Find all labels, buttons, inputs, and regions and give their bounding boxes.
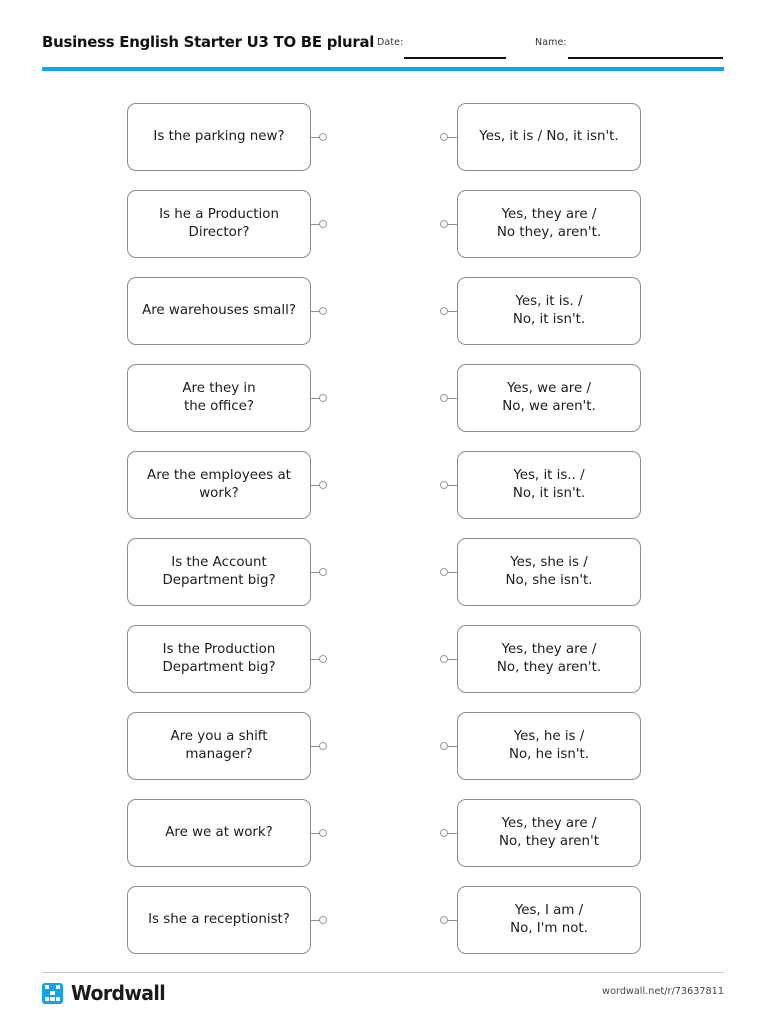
match-row: Is the Account Department big? Yes, she i… — [0, 538, 768, 606]
prompt-card[interactable]: Is the Production Department big? — [127, 625, 311, 693]
answer-card[interactable]: Yes, they are /No they, aren't. — [457, 190, 641, 258]
prompt-connector-knob[interactable] — [319, 655, 328, 664]
prompt-connector-line — [311, 572, 321, 574]
answer-card[interactable]: Yes, they are /No, they aren't. — [457, 625, 641, 693]
prompt-connector-knob[interactable] — [319, 307, 328, 316]
answer-card[interactable]: Yes, we are /No, we aren't. — [457, 364, 641, 432]
prompt-connector-line — [311, 833, 321, 835]
answer-connector-line — [447, 311, 457, 313]
answer-connector-line — [447, 833, 457, 835]
matching-board: Is the parking new? Yes, it is / No, it i… — [0, 103, 768, 973]
footer-divider — [42, 972, 724, 974]
answer-connector-line — [447, 659, 457, 661]
prompt-card[interactable]: Are the employees at work? — [127, 451, 311, 519]
prompt-card[interactable]: Are warehouses small? — [127, 277, 311, 345]
answer-card[interactable]: Yes, he is /No, he isn't. — [457, 712, 641, 780]
prompt-connector-knob[interactable] — [319, 829, 328, 838]
prompt-connector-knob[interactable] — [319, 916, 328, 925]
prompt-connector-line — [311, 224, 321, 226]
prompt-connector-knob[interactable] — [319, 220, 328, 229]
prompt-card[interactable]: Is the parking new? — [127, 103, 311, 171]
answer-card[interactable]: Yes, she is /No, she isn't. — [457, 538, 641, 606]
answer-card[interactable]: Yes, it is. /No, it isn't. — [457, 277, 641, 345]
prompt-connector-line — [311, 659, 321, 661]
prompt-connector-line — [311, 485, 321, 487]
match-row: Is the parking new? Yes, it is / No, it i… — [0, 103, 768, 171]
brand: Wordwall — [42, 981, 171, 1005]
prompt-connector-line — [311, 311, 321, 313]
prompt-connector-line — [311, 398, 321, 400]
match-row: Is the Production Department big? Yes, th… — [0, 625, 768, 693]
prompt-card[interactable]: Is the Account Department big? — [127, 538, 311, 606]
name-label: Name: — [535, 37, 567, 48]
page-title: Business English Starter U3 TO BE plural — [42, 33, 375, 51]
match-row: Is he a Production Director? Yes, they ar… — [0, 190, 768, 258]
wordwall-logo-icon — [42, 982, 63, 1004]
match-row: Are the employees at work? Yes, it is.. /… — [0, 451, 768, 519]
answer-connector-line — [447, 485, 457, 487]
prompt-connector-line — [311, 746, 321, 748]
answer-card[interactable]: Yes, they are /No, they aren't — [457, 799, 641, 867]
match-row: Is she a receptionist? Yes, I am /No, I'm… — [0, 886, 768, 954]
prompt-connector-knob[interactable] — [319, 568, 328, 577]
prompt-card[interactable]: Are you a shift manager? — [127, 712, 311, 780]
prompt-connector-knob[interactable] — [319, 742, 328, 751]
answer-connector-line — [447, 224, 457, 226]
match-row: Are warehouses small? Yes, it is. /No, it… — [0, 277, 768, 345]
answer-connector-line — [447, 572, 457, 574]
prompt-connector-line — [311, 137, 321, 139]
answer-connector-line — [447, 137, 457, 139]
answer-card[interactable]: Yes, it is / No, it isn't. — [457, 103, 641, 171]
worksheet-footer: Wordwall wordwall.net/r/73637811 — [0, 966, 768, 1024]
answer-connector-line — [447, 746, 457, 748]
worksheet-url: wordwall.net/r/73637811 — [602, 986, 724, 997]
date-write-line[interactable] — [404, 57, 506, 59]
prompt-connector-knob[interactable] — [319, 481, 328, 490]
name-write-line[interactable] — [568, 57, 723, 59]
match-row: Are we at work? Yes, they are /No, they a… — [0, 799, 768, 867]
header-accent-bar — [42, 67, 724, 71]
prompt-card[interactable]: Are we at work? — [127, 799, 311, 867]
prompt-connector-knob[interactable] — [319, 394, 328, 403]
answer-card[interactable]: Yes, it is.. /No, it isn't. — [457, 451, 641, 519]
prompt-card[interactable]: Is he a Production Director? — [127, 190, 311, 258]
prompt-connector-knob[interactable] — [319, 133, 328, 142]
answer-connector-line — [447, 398, 457, 400]
date-label: Date: — [377, 37, 404, 48]
worksheet-header: Business English Starter U3 TO BE plural… — [0, 0, 768, 72]
match-row: Are you a shift manager? Yes, he is /No, … — [0, 712, 768, 780]
answer-card[interactable]: Yes, I am /No, I'm not. — [457, 886, 641, 954]
prompt-connector-line — [311, 920, 321, 922]
answer-connector-line — [447, 920, 457, 922]
brand-name: Wordwall — [71, 981, 166, 1005]
prompt-card[interactable]: Is she a receptionist? — [127, 886, 311, 954]
